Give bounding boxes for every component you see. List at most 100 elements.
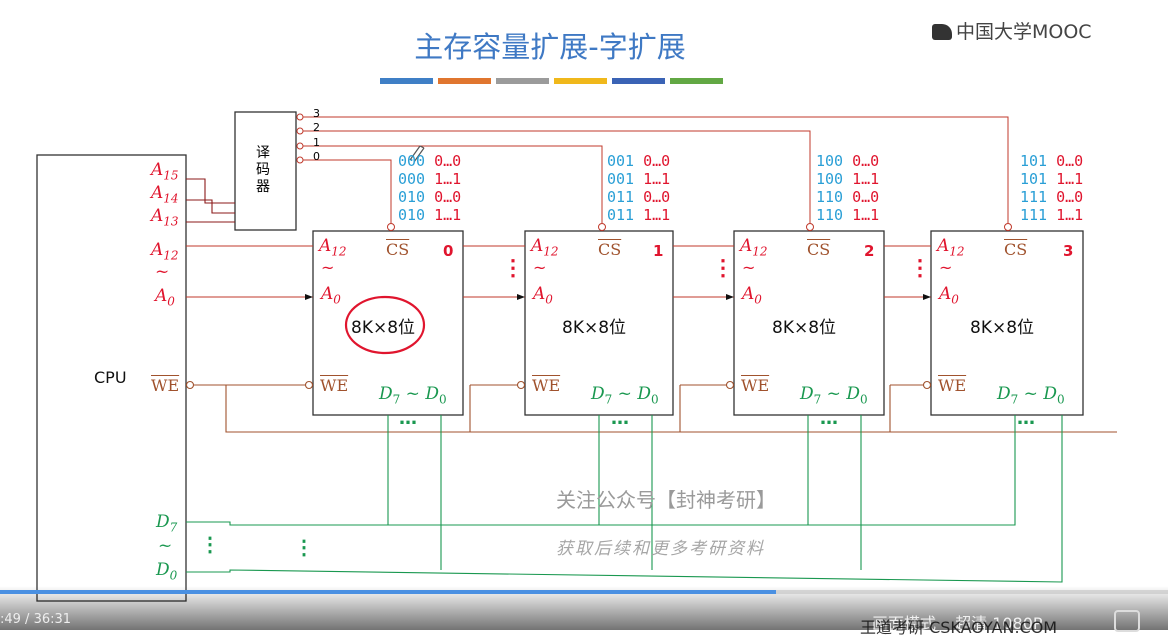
addr-bus-dots-1: ⋮ (502, 255, 524, 281)
address-row: 010 1…1 (398, 206, 462, 224)
chip-data-bus-dots: … (399, 408, 417, 429)
address-row: 010 0…0 (398, 188, 462, 206)
cpu-data-dots-2: ⋮ (294, 535, 314, 559)
cpu-label: CPU (94, 368, 127, 387)
chip-capacity: 8K×8位 (562, 318, 627, 338)
cpu-a14: A14 (151, 183, 179, 206)
cpu-a15: A15 (151, 160, 179, 183)
address-row: 001 1…1 (607, 170, 671, 188)
address-row: 111 1…1 (1020, 206, 1084, 224)
decoder-box (234, 111, 297, 231)
color-bar (380, 78, 433, 84)
cpu-we: WE (151, 376, 180, 395)
chip-pin-data: D7 ~ D0 (379, 384, 447, 407)
chip-data-bus-dots: … (1017, 408, 1035, 429)
brand-text: 王道考研 CSKAOYAN.COM (860, 618, 1058, 637)
chip-pin-data: D7 ~ D0 (800, 384, 868, 407)
address-row: 110 1…1 (816, 206, 880, 224)
screenshot-icon[interactable] (1114, 610, 1140, 632)
chip-index: 2 (864, 242, 875, 260)
color-bar (438, 78, 491, 84)
chip-pin-cs: CS (598, 240, 622, 259)
decoder-output-2: 2 (313, 121, 320, 134)
address-row: 000 1…1 (398, 170, 462, 188)
video-progress-fill (0, 590, 776, 594)
chip-capacity: 8K×8位 (970, 318, 1035, 338)
pen-cursor-icon (409, 145, 425, 163)
address-row: 101 1…1 (1020, 170, 1084, 188)
chip-pin-data: D7 ~ D0 (997, 384, 1065, 407)
cpu-addr-tilde: ~ (155, 262, 170, 282)
chip-pin-we: WE (320, 376, 349, 395)
color-bar (496, 78, 549, 84)
address-row: 001 0…0 (607, 152, 671, 170)
chip-box-2 (733, 230, 885, 416)
chip-index: 0 (443, 242, 454, 260)
watermark-line1: 关注公众号【封神考研】 (556, 488, 776, 512)
chip-capacity: 8K×8位 (351, 318, 416, 338)
chip-pin-tilde: ~ (321, 258, 335, 277)
chip-index: 3 (1063, 242, 1074, 260)
mooc-logo: 中国大学MOOC (932, 17, 1092, 44)
decoder-output-0: 0 (313, 150, 320, 163)
chip-pin-tilde: ~ (533, 258, 547, 277)
chip-pin-a12: A12 (937, 236, 965, 259)
quality-button[interactable]: 超清 1080P (955, 614, 1043, 633)
handdrawn-circle (344, 295, 426, 355)
address-row: 011 1…1 (607, 206, 671, 224)
chip-pin-a12: A12 (531, 236, 559, 259)
color-bar (670, 78, 723, 84)
chip-pin-a0: A0 (533, 284, 553, 307)
decoder-output-1: 1 (313, 136, 320, 149)
address-row: 110 0…0 (816, 188, 880, 206)
chip-pin-a12: A12 (740, 236, 768, 259)
address-row: 011 0…0 (607, 188, 671, 206)
chip-capacity: 8K×8位 (772, 318, 837, 338)
cpu-a0: A0 (155, 286, 175, 309)
chip-pin-tilde: ~ (939, 258, 953, 277)
cpu-d7: D7 (156, 512, 178, 535)
video-time: :49 / 36:31 (0, 612, 72, 627)
address-row: 100 0…0 (816, 152, 880, 170)
address-row: 101 0…0 (1020, 152, 1084, 170)
chip-pin-we: WE (532, 376, 561, 395)
color-bar (612, 78, 665, 84)
cpu-data-dots-1: ⋮ (200, 532, 220, 556)
chip-pin-cs: CS (386, 240, 410, 259)
chip-pin-we: WE (938, 376, 967, 395)
address-row: 000 0…0 (398, 152, 462, 170)
addr-bus-dots-3: ⋮ (909, 255, 931, 281)
chip-pin-a12: A12 (319, 236, 347, 259)
address-row: 100 1…1 (816, 170, 880, 188)
video-progress[interactable] (0, 590, 1168, 594)
mooc-logo-icon (932, 24, 952, 40)
watermark-line2: 获取后续和更多考研资料 (556, 539, 765, 559)
chip-pin-we: WE (741, 376, 770, 395)
slide-title: 主存容量扩展-字扩展 (414, 30, 686, 64)
picture-mode-button[interactable]: 画面模式 (872, 614, 937, 633)
decoder-output-3: 3 (313, 107, 320, 120)
chip-pin-tilde: ~ (742, 258, 756, 277)
address-row: 111 0…0 (1020, 188, 1084, 206)
chip-pin-a0: A0 (321, 284, 341, 307)
cpu-a13: A13 (151, 206, 179, 229)
chip-data-bus-dots: … (611, 408, 629, 429)
chip-data-bus-dots: … (820, 408, 838, 429)
decoder-label: 译 码 器 (256, 145, 270, 195)
chip-pin-cs: CS (1004, 240, 1028, 259)
chip-pin-cs: CS (807, 240, 831, 259)
chip-index: 1 (653, 242, 664, 260)
chip-pin-a0: A0 (939, 284, 959, 307)
logo-text: 中国大学MOOC (956, 21, 1092, 43)
cpu-d0: D0 (156, 560, 178, 583)
addr-bus-dots-2: ⋮ (712, 255, 734, 281)
cpu-data-tilde: ~ (158, 536, 173, 556)
color-bar (554, 78, 607, 84)
cpu-a12: A12 (151, 240, 179, 263)
